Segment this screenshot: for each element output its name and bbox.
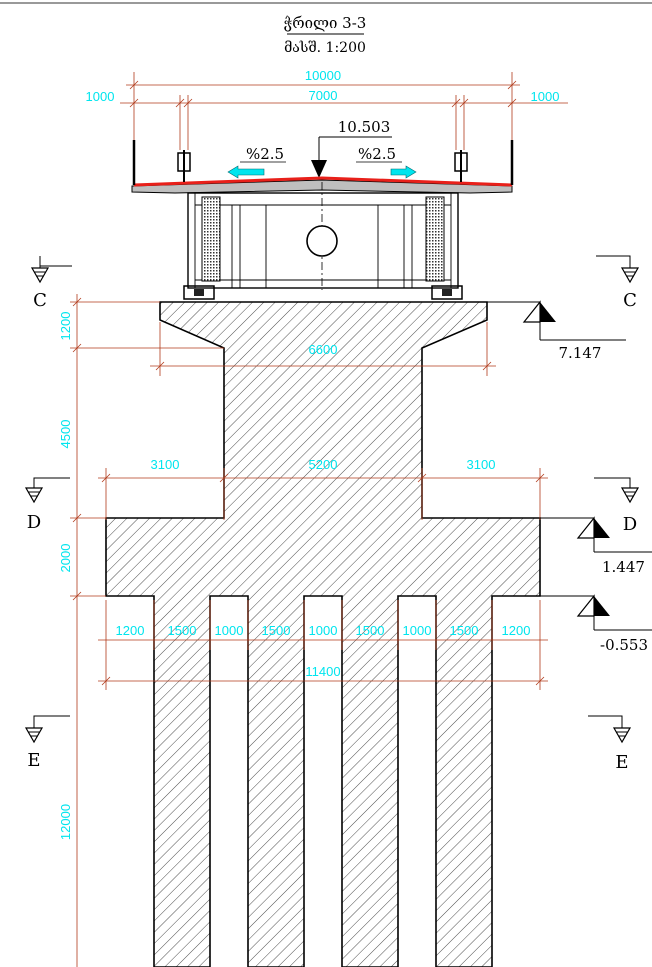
- dim-cap-width: 6600: [309, 342, 338, 357]
- dim-pile-8: 1500: [450, 623, 479, 638]
- dim-pile-3: 1000: [215, 623, 244, 638]
- deck-elevation: 10.503: [338, 118, 391, 136]
- dim-pile-7: 1000: [403, 623, 432, 638]
- dim-footing-height: 2000: [58, 544, 73, 573]
- dim-pile-height: 12000: [58, 804, 73, 840]
- dim-pile-1: 1200: [116, 623, 145, 638]
- pier-dimensions: 6600 3100 5200 3100 1200 1500 1000 1500 …: [58, 294, 548, 967]
- section-mark-c-right: C: [623, 290, 637, 311]
- dim-pile-6: 1500: [356, 623, 385, 638]
- dim-footing-mid: 5200: [309, 457, 338, 472]
- wearing-surface: [133, 176, 513, 187]
- elevation-markers: 7.147 1.447 -0.553: [487, 300, 652, 654]
- slope-arrow-left-icon: [227, 165, 265, 179]
- footing-top-elevation: 1.447: [602, 558, 645, 576]
- section-marks: C C D D E E: [24, 255, 640, 773]
- dim-deck-total: 10000: [305, 68, 341, 83]
- dim-deck-right: 1000: [531, 89, 560, 104]
- dim-deck-mid: 7000: [309, 88, 338, 103]
- section-mark-e-right: E: [615, 752, 628, 773]
- dim-pile-2: 1500: [168, 623, 197, 638]
- drain-pipe: [306, 225, 338, 257]
- dim-column-height: 4500: [58, 420, 73, 449]
- dim-pile-9: 1200: [502, 623, 531, 638]
- deck-superstructure: 10.503 %2.5 %2.5: [131, 118, 514, 300]
- slope-left-label: %2.5: [246, 145, 284, 163]
- footing-bottom-elevation: -0.553: [600, 636, 648, 654]
- dim-footing-total: 11400: [305, 664, 340, 679]
- slope-right-label: %2.5: [358, 145, 396, 163]
- dim-cap-height: 1200: [58, 312, 73, 341]
- dim-pile-5: 1000: [309, 623, 338, 638]
- section-mark-c-left: C: [33, 290, 47, 311]
- dim-pile-4: 1500: [262, 623, 291, 638]
- pier-body: [105, 301, 541, 967]
- dim-footing-right: 3100: [467, 457, 496, 472]
- cap-elevation: 7.147: [559, 344, 602, 362]
- title-line-2: მასშ. 1:200: [284, 39, 366, 56]
- dim-deck-left: 1000: [86, 89, 115, 104]
- section-mark-d-left: D: [27, 512, 41, 533]
- slope-arrow-right-icon: [390, 165, 417, 179]
- dim-footing-left: 3100: [151, 457, 180, 472]
- title-line-1: ჭრილი 3-3: [284, 14, 367, 32]
- deck-dimensions: 10000 1000 7000 1000: [86, 68, 568, 185]
- section-mark-d-right: D: [623, 514, 637, 535]
- section-mark-e-left: E: [27, 750, 40, 771]
- drawing-title: ჭრილი 3-3 მასშ. 1:200: [284, 14, 367, 56]
